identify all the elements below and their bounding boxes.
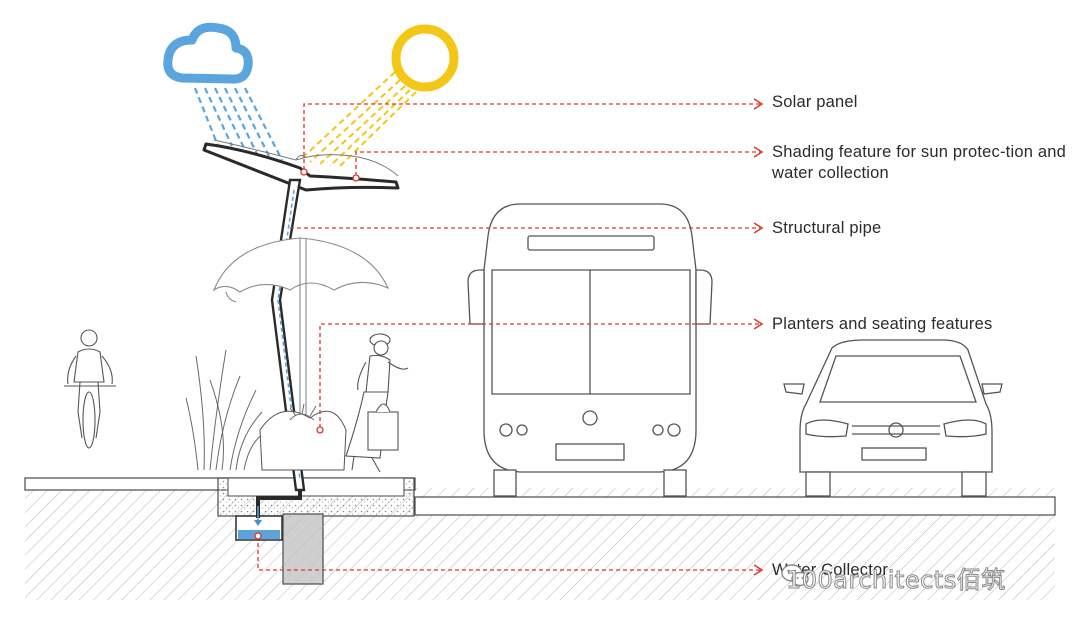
pedestrian-figure [345,333,409,473]
leader-arrows [753,98,764,576]
planters [185,349,347,471]
label-structural-pipe: Structural pipe [772,219,882,237]
canopy [202,139,400,192]
bus-figure [467,203,713,497]
sun-rays [299,71,417,167]
watermark-text: 100architects佰筑 [786,566,1006,595]
structural-pipe [254,178,306,526]
cyclist-figure [64,329,116,449]
car-figure [783,339,1003,497]
label-shading-feature: Shading feature for sun protec-tion and … [772,143,1066,182]
wechat-icon [781,564,809,587]
cloud-icon [163,22,253,84]
label-planters: Planters and seating features [772,315,993,333]
sun-icon [391,24,459,92]
leader-lines [257,103,760,571]
leader-line-endpoints [254,168,360,540]
background-umbrella [212,237,390,420]
label-solar-panel: Solar panel [772,93,858,111]
rain-lines [193,87,283,161]
ground-section [24,477,1056,600]
